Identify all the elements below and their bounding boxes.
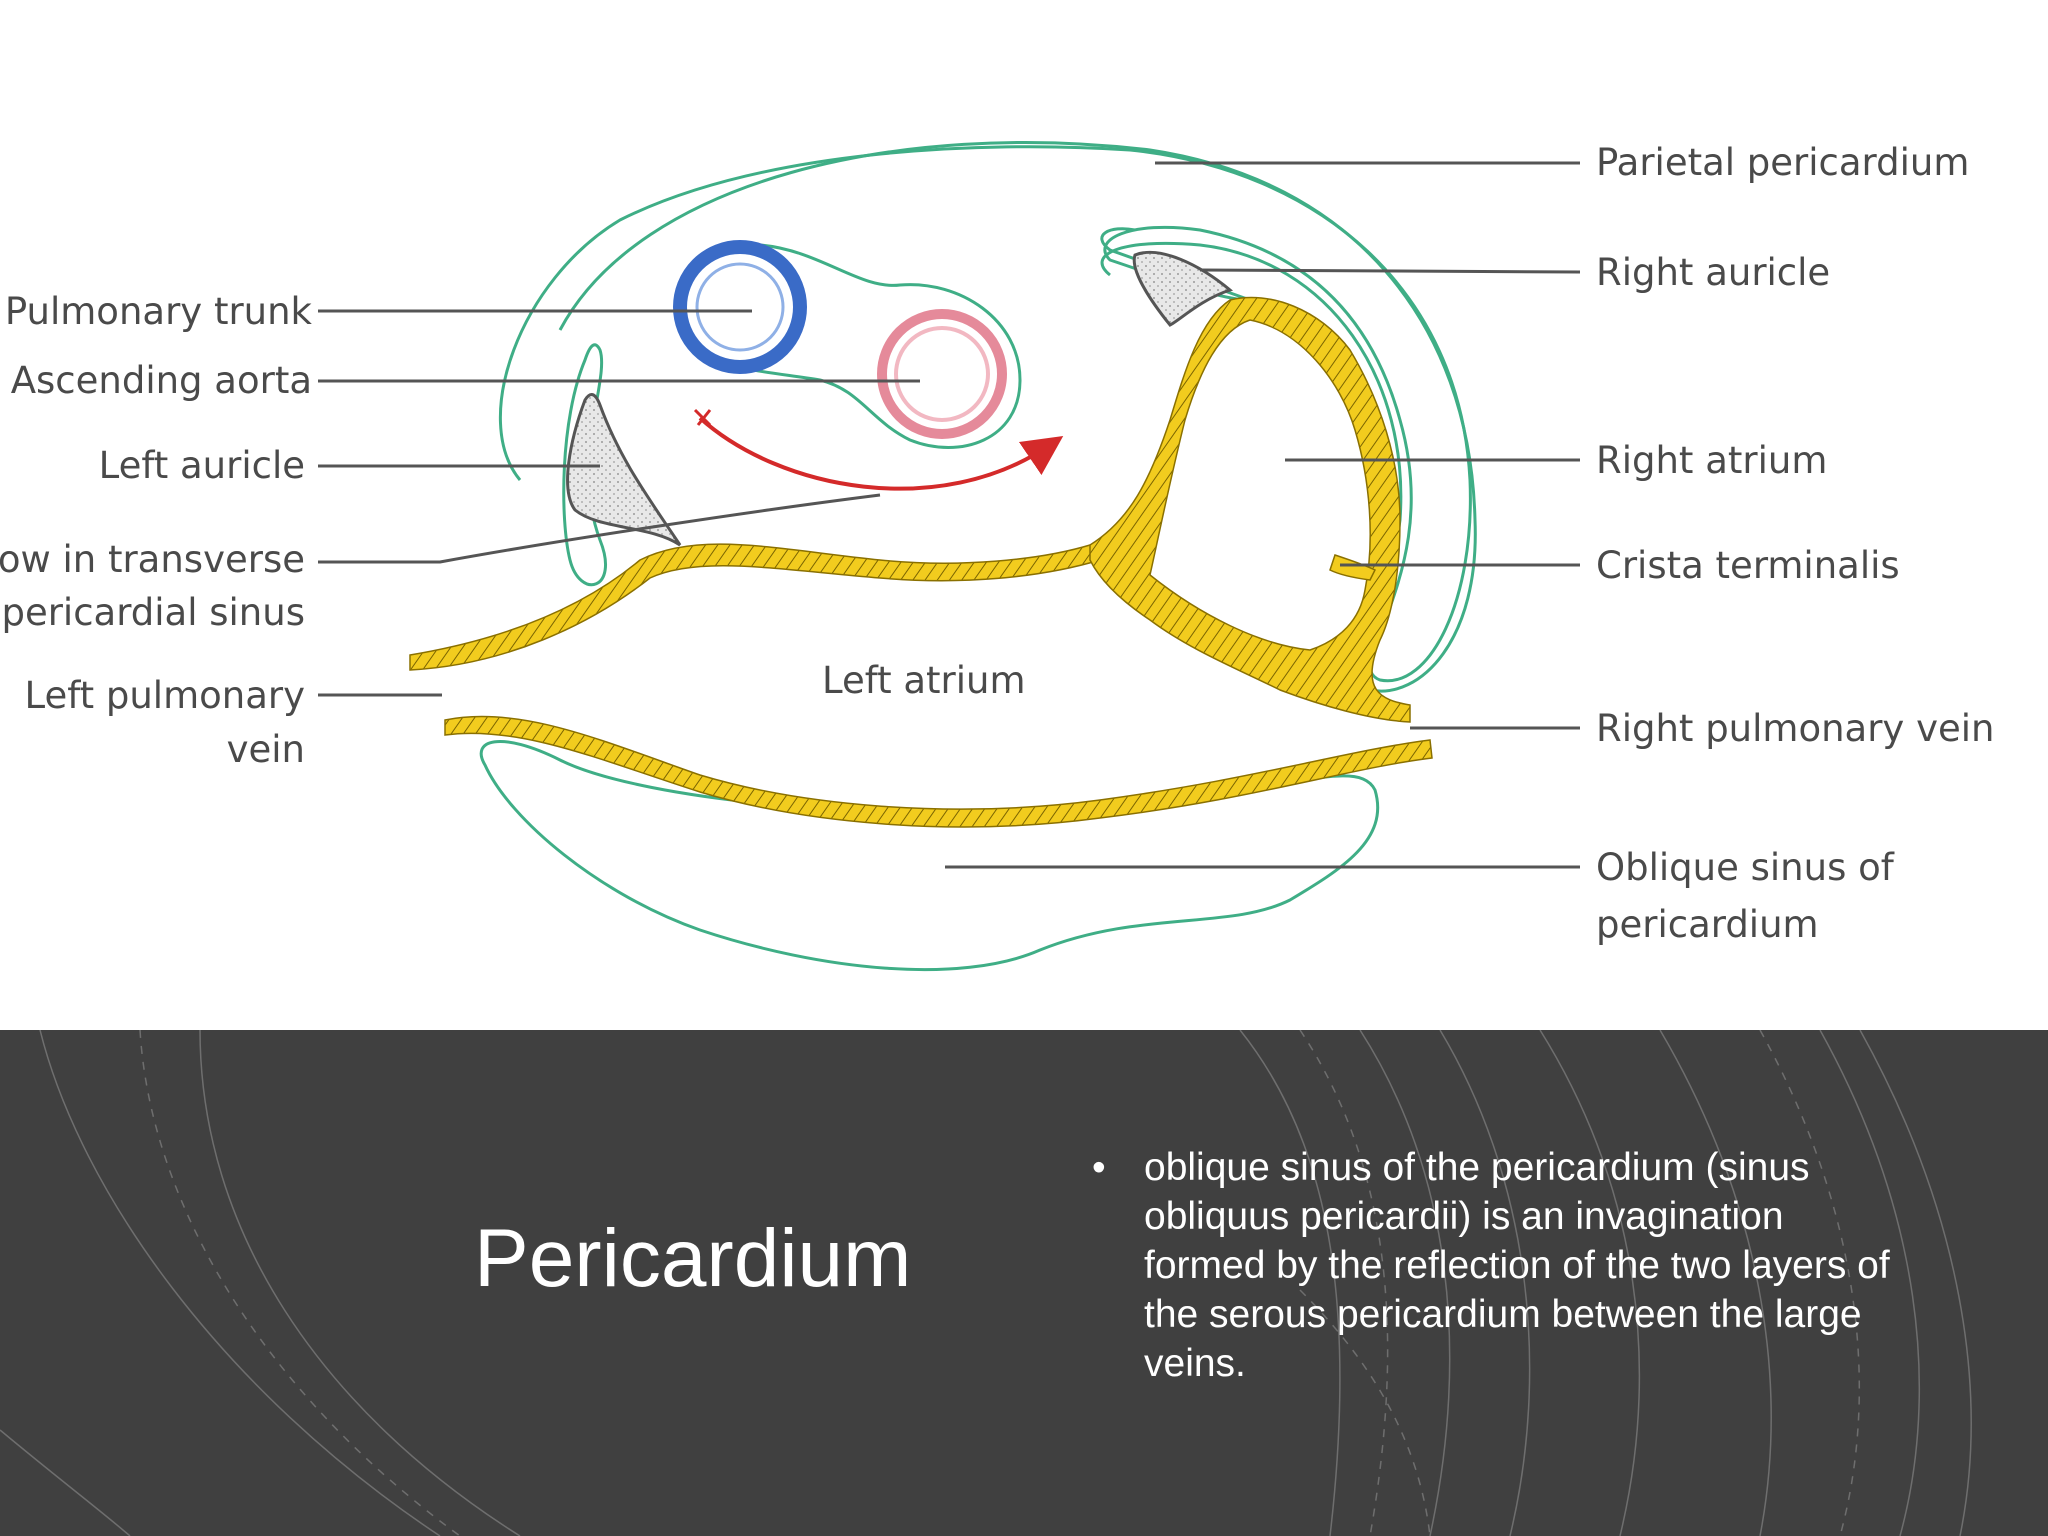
bullet-glyph: • xyxy=(1092,1146,1106,1189)
crista-terminalis-ridge xyxy=(1329,554,1377,581)
label-left-atrium: Left atrium xyxy=(822,659,1026,702)
slide-title: Pericardium xyxy=(474,1213,912,1304)
label-transverse-line1: ow in transverse xyxy=(0,538,305,581)
left-atrium-upper-wall xyxy=(409,543,1102,671)
diagram-canvas: Parietal pericardium Right auricle Right… xyxy=(0,141,1994,972)
label-parietal-pericardium: Parietal pericardium xyxy=(1596,141,1969,184)
label-right-atrium: Right atrium xyxy=(1596,439,1827,482)
label-pulmonary-trunk: Pulmonary trunk xyxy=(5,290,313,333)
ascending-aorta-ring xyxy=(877,309,1007,439)
transverse-sinus-arrow xyxy=(698,416,1064,491)
bullet-text: oblique sinus of the pericardium (sinus … xyxy=(1144,1146,1890,1385)
label-oblique-sinus-line2: pericardium xyxy=(1596,903,1819,946)
label-ascending-aorta: Ascending aorta xyxy=(11,359,312,402)
decorative-arcs xyxy=(0,1030,1972,1536)
bullet-item: • oblique sinus of the pericardium (sinu… xyxy=(1092,1143,1892,1388)
serous-pericardium-outline-upper xyxy=(498,145,1472,683)
label-left-pulmonary-line2: vein xyxy=(227,728,305,771)
right-atrium-wall xyxy=(1089,296,1411,723)
label-left-pulmonary-line1: Left pulmonary xyxy=(25,674,306,717)
bullet-list: • oblique sinus of the pericardium (sinu… xyxy=(1092,1143,1892,1388)
right-auricle-shape xyxy=(1132,250,1234,327)
label-right-pulmonary-vein: Right pulmonary vein xyxy=(1596,707,1994,750)
leader-lines xyxy=(318,161,1581,869)
title-band: Pericardium • oblique sinus of the peric… xyxy=(0,1030,2048,1536)
oblique-sinus-outline xyxy=(479,740,1380,972)
label-crista-terminalis: Crista terminalis xyxy=(1596,544,1900,587)
label-left-auricle: Left auricle xyxy=(99,444,305,487)
label-right-auricle: Right auricle xyxy=(1596,251,1830,294)
label-oblique-sinus-line1: Oblique sinus of xyxy=(1596,846,1895,889)
pericardium-diagram: Parietal pericardium Right auricle Right… xyxy=(0,141,1995,972)
left-atrium-lower-wall xyxy=(444,715,1433,828)
left-recess-outline xyxy=(562,343,607,587)
label-transverse-line2: pericardial sinus xyxy=(1,591,305,634)
left-auricle-shape xyxy=(566,393,682,547)
